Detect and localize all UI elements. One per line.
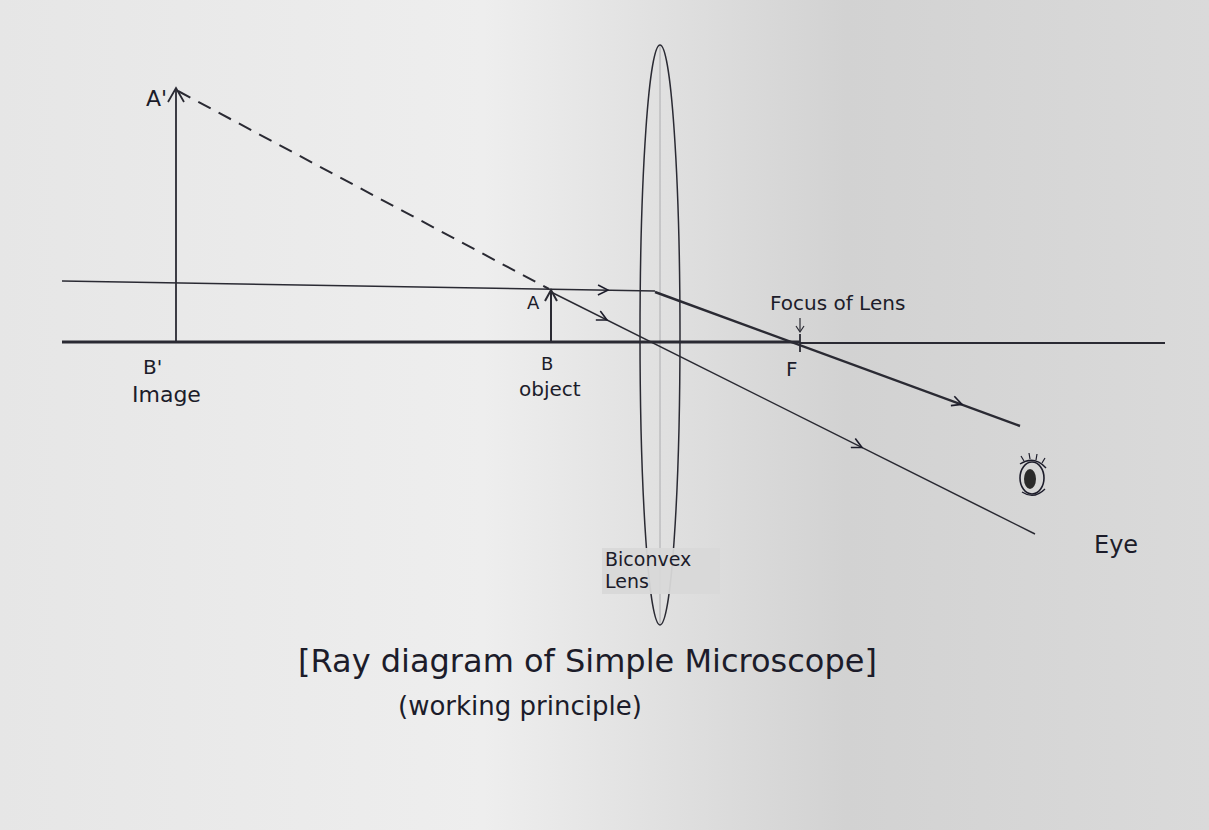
part-label: Focus of Lens	[770, 292, 905, 315]
eye-lid	[1022, 489, 1045, 495]
object-arrow-head	[545, 290, 557, 301]
image-arrow	[175, 90, 177, 342]
point-label: F	[786, 358, 798, 381]
eye-symbol	[1020, 453, 1046, 495]
part-label: Image	[132, 382, 201, 407]
parallel-ray	[62, 281, 655, 291]
focus-tick	[799, 334, 801, 352]
eye-outline	[1020, 462, 1044, 494]
ray-arrow	[850, 442, 862, 448]
image-arrow-head	[168, 88, 184, 102]
principal-axis	[800, 342, 1165, 344]
eye-lashes	[1021, 453, 1045, 463]
refracted-ray	[655, 292, 1020, 426]
object-arrow	[550, 292, 552, 342]
central-ray	[551, 292, 1035, 534]
eye-lid	[1020, 460, 1046, 468]
point-label: A'	[146, 86, 167, 111]
ray-arrow	[596, 289, 608, 290]
part-label: Eye	[1094, 532, 1138, 560]
principal-axis	[62, 341, 800, 344]
eye-pupil	[1024, 469, 1036, 489]
ray-arrow	[950, 400, 962, 404]
part-label: object	[519, 378, 581, 401]
point-label: B'	[143, 356, 162, 379]
caption-note: (working principle)	[398, 692, 642, 722]
part-label: Biconvex Lens	[602, 548, 720, 594]
caption: [Ray diagram of Simple Microscope]	[298, 642, 877, 680]
lens-axis	[660, 45, 661, 625]
focus-pointer	[799, 318, 800, 331]
point-label: A	[527, 293, 539, 314]
ray-arrow	[596, 315, 607, 321]
focus-pointer-head	[796, 326, 804, 332]
point-label: B	[541, 354, 553, 375]
virtual-ray	[178, 91, 549, 289]
biconvex-lens	[640, 45, 680, 625]
